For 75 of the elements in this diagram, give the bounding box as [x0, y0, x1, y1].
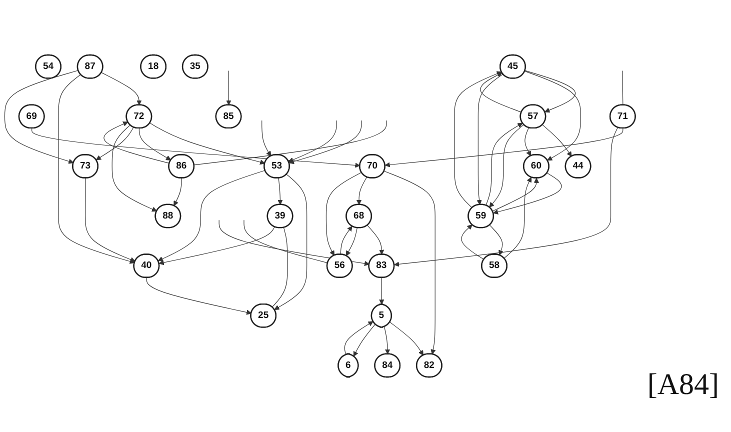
- arrow: [524, 70, 581, 161]
- node-ellipse: 25: [250, 303, 277, 328]
- node-ellipse: 18: [140, 54, 167, 79]
- arrow: [274, 174, 308, 310]
- arrow: [104, 122, 170, 164]
- node-ellipse: 53: [264, 154, 290, 178]
- arrow: [288, 120, 337, 162]
- arrow: [278, 178, 283, 205]
- arrow: [158, 170, 266, 262]
- arrow: [150, 122, 266, 165]
- arrow: [379, 277, 384, 305]
- arrow: [504, 177, 532, 259]
- arrow: [288, 120, 362, 164]
- arrow: [367, 225, 384, 255]
- arrow: [390, 322, 424, 356]
- node-ellipse: 40: [133, 254, 160, 278]
- arrow: [384, 326, 390, 354]
- node-ellipse: 88: [154, 204, 182, 228]
- node-ellipse: 69: [18, 104, 45, 129]
- arrow: [262, 120, 272, 156]
- arrow: [356, 176, 368, 205]
- node-ellipse: 87: [76, 54, 104, 79]
- node-ellipse: 83: [368, 254, 395, 278]
- arrow: [4, 70, 79, 164]
- node-ellipse: 68: [346, 204, 372, 228]
- figure-label: [A84]: [647, 368, 719, 402]
- node-ellipse: 84: [374, 353, 401, 378]
- node-ellipse: 35: [182, 54, 208, 79]
- arrow: [461, 224, 484, 260]
- arrow: [32, 128, 360, 168]
- arrow: [101, 72, 142, 106]
- arrow: [476, 74, 504, 205]
- node-ellipse: 73: [72, 154, 98, 178]
- node-ellipse: 44: [564, 154, 592, 178]
- arrow: [542, 124, 572, 157]
- arrow: [384, 170, 436, 355]
- arrow: [146, 277, 252, 315]
- node-ellipse: 54: [35, 54, 62, 79]
- arrow: [492, 178, 539, 212]
- node-ellipse: 72: [126, 104, 152, 129]
- node-ellipse: 5: [370, 303, 392, 328]
- node-ellipse: 59: [468, 204, 494, 228]
- arrow: [58, 74, 135, 264]
- arrow: [326, 172, 362, 256]
- node-ellipse: 56: [326, 254, 353, 278]
- arrow: [96, 126, 134, 160]
- node-ellipse: 39: [266, 204, 294, 228]
- node-ellipse: 57: [520, 104, 546, 129]
- arrow: [138, 128, 172, 160]
- arrow: [112, 124, 158, 212]
- arrow: [353, 324, 376, 357]
- arrow: [524, 127, 532, 156]
- node-ellipse: 85: [215, 104, 242, 129]
- arrow: [158, 226, 275, 266]
- arrow: [340, 226, 352, 255]
- arrow: [489, 224, 504, 256]
- node-ellipse: 86: [168, 154, 195, 178]
- arrow: [84, 178, 136, 262]
- arrow: [394, 127, 618, 267]
- node-ellipse: 58: [481, 254, 508, 278]
- node-ellipse: 6: [338, 353, 359, 378]
- node-ellipse: 70: [359, 154, 386, 178]
- arrow: [226, 70, 232, 106]
- arrow: [346, 228, 358, 256]
- arrow: [174, 178, 182, 206]
- arrow: [493, 172, 562, 214]
- arrow: [480, 72, 522, 113]
- arrow: [344, 321, 374, 356]
- node-ellipse: 71: [609, 104, 636, 129]
- node-ellipse: 82: [416, 353, 442, 378]
- node-ellipse: 60: [523, 154, 550, 178]
- arrow: [454, 71, 502, 208]
- arrow: [384, 128, 624, 168]
- arrow: [524, 70, 576, 113]
- node-ellipse: 45: [500, 54, 526, 79]
